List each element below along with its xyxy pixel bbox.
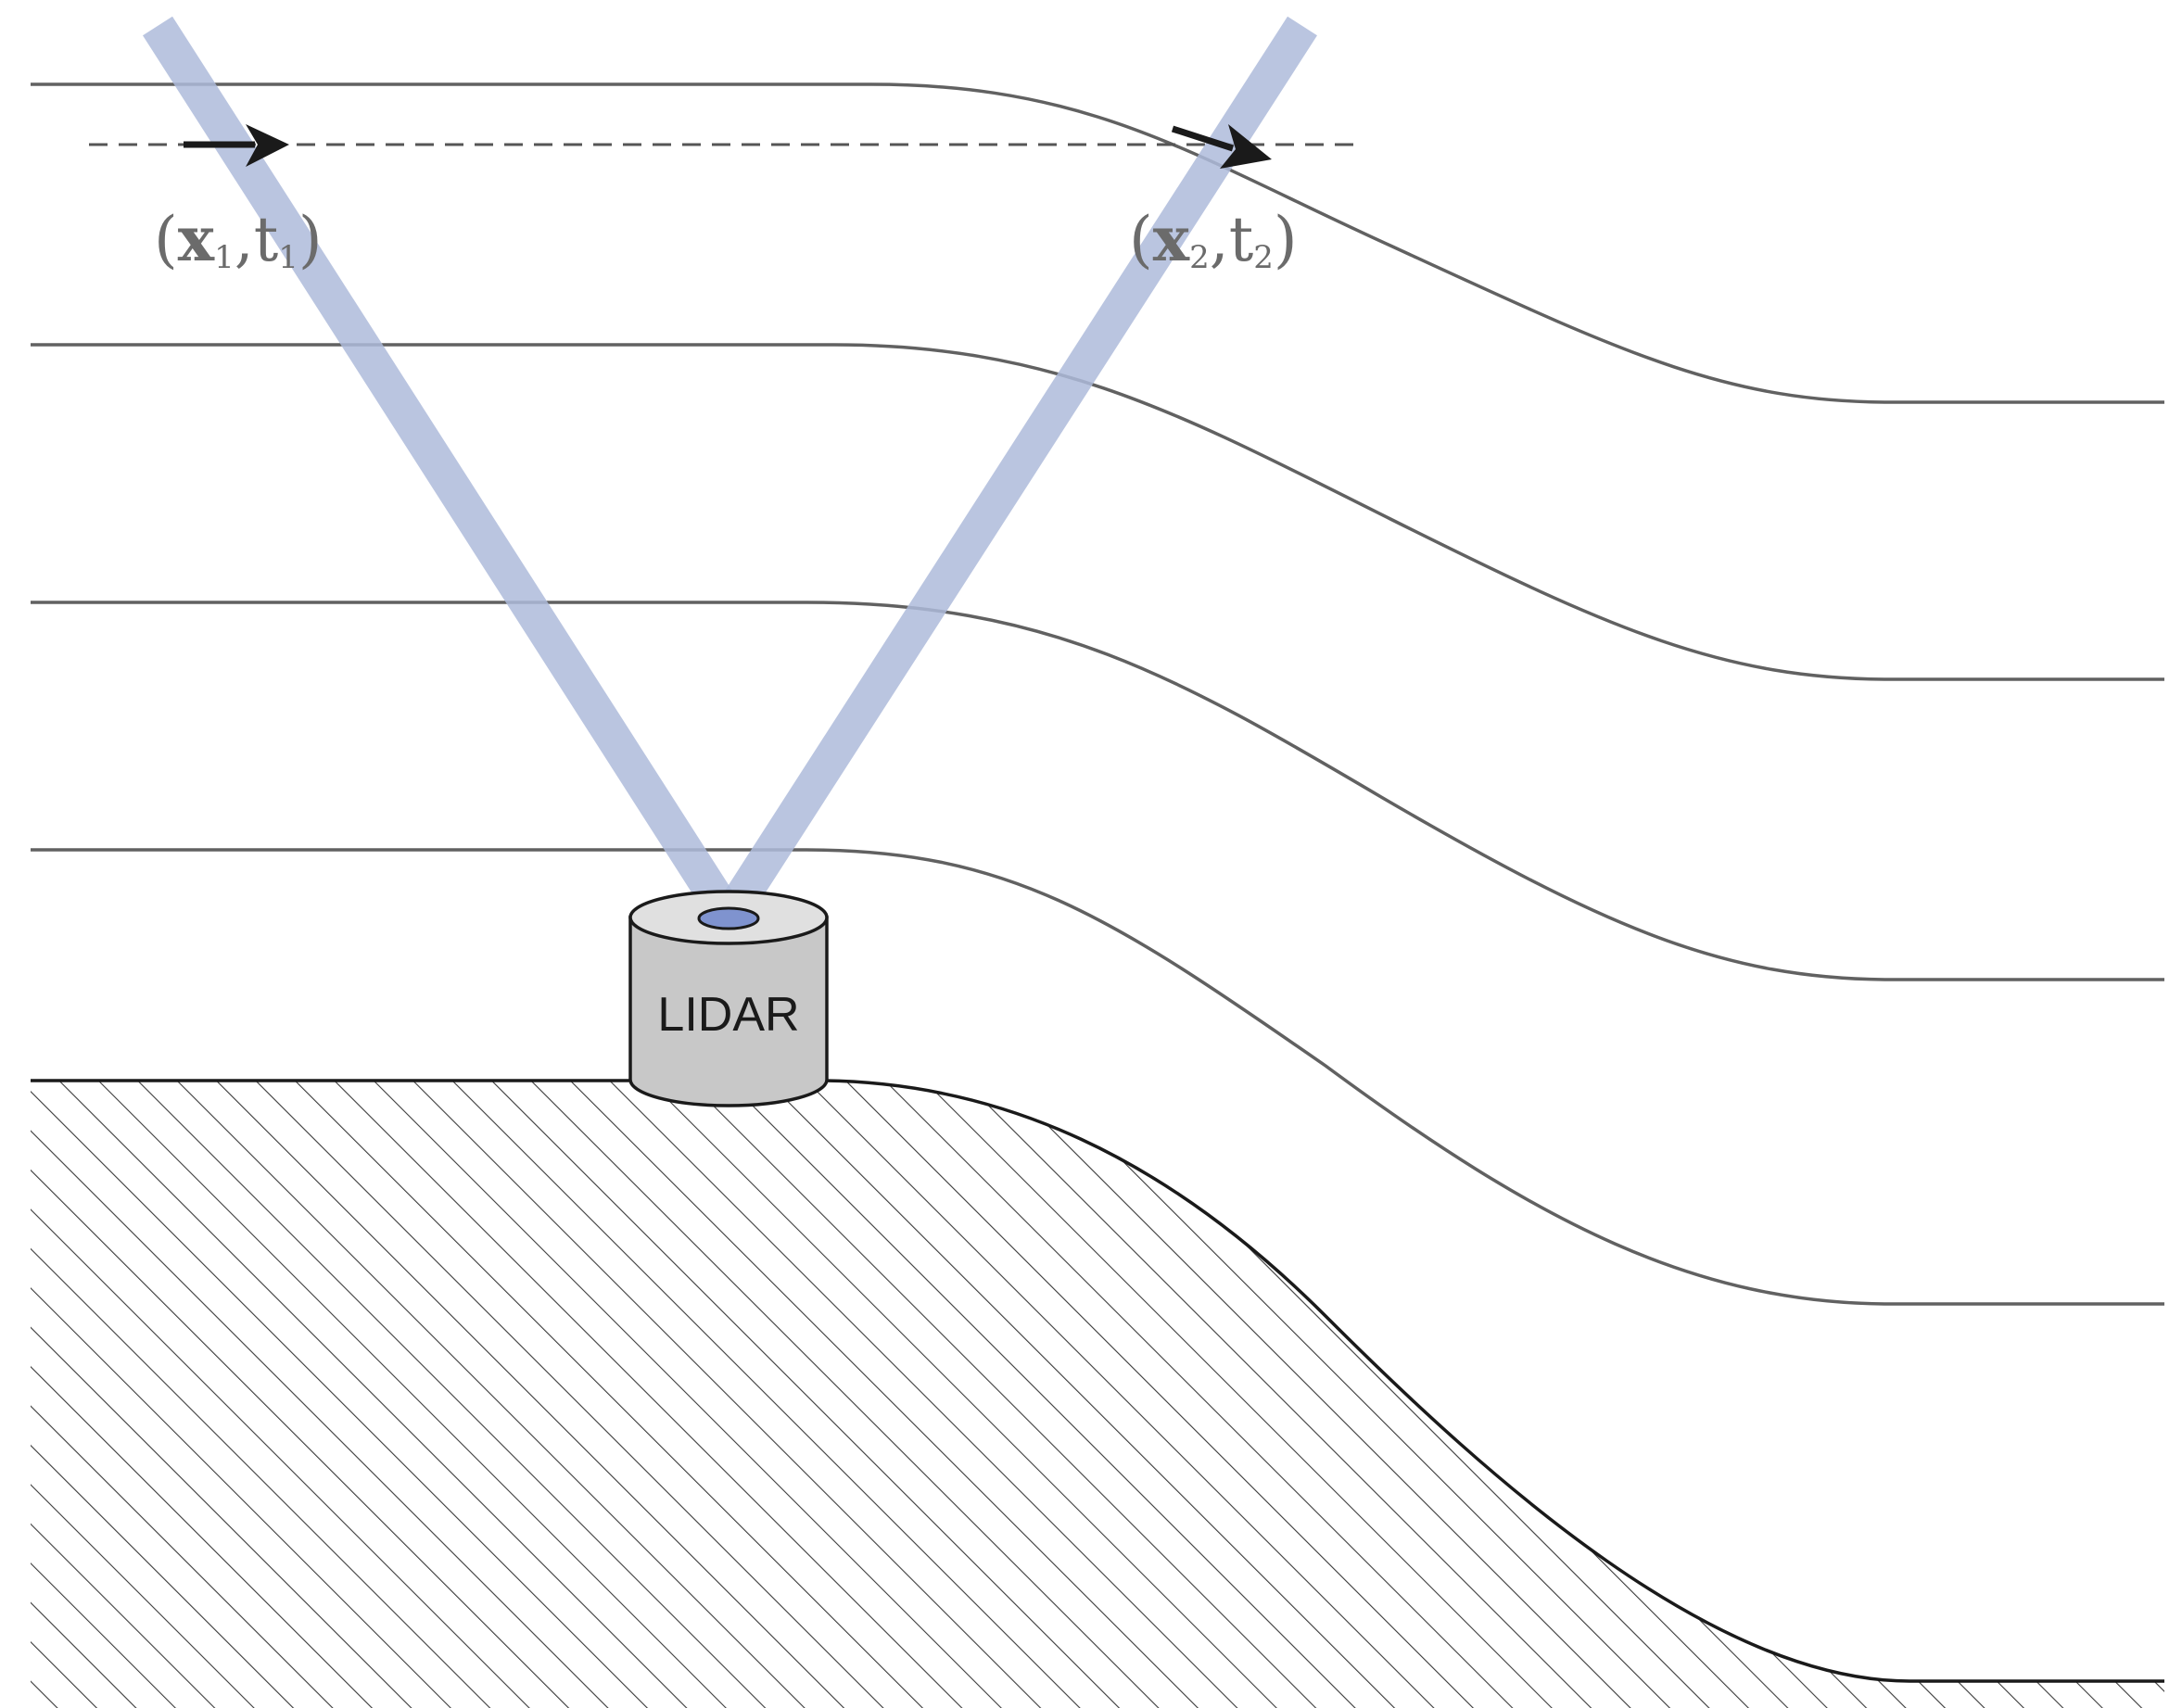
lidar-device: LIDAR xyxy=(628,890,829,1107)
streamline-3 xyxy=(31,601,2164,981)
velocity-arrow-1 xyxy=(184,124,289,167)
lidar-lens xyxy=(697,906,760,930)
beam-right xyxy=(714,16,1317,928)
terrain-surface-line xyxy=(31,1079,2164,1683)
terrain-hatch xyxy=(31,1081,2164,1708)
lidar-label: LIDAR xyxy=(657,988,799,1042)
streamline-4 xyxy=(31,848,2164,1306)
lidar-body xyxy=(628,916,829,1107)
velocity-arrow-2 xyxy=(1171,124,1272,169)
point-label-1: (x1,t1) xyxy=(154,203,323,276)
streamline-1 xyxy=(31,82,2164,404)
point-label-2: (x2,t2) xyxy=(1129,203,1298,276)
beam-left xyxy=(142,16,744,928)
streamline-2 xyxy=(31,343,2164,681)
